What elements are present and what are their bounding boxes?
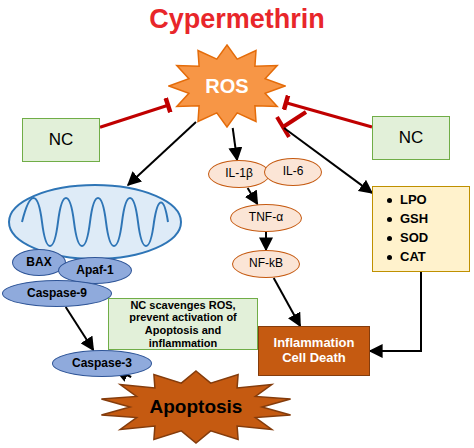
node-text: GSH: [400, 212, 428, 227]
node-text: Apoptosis: [150, 396, 243, 418]
arrow-connector: [265, 232, 267, 250]
node-text: TNF-α: [249, 211, 283, 225]
mitochondrion-cristae: [22, 198, 168, 246]
node-text: Caspase-9: [27, 287, 87, 301]
node-text: NC: [399, 128, 424, 148]
cytokine-oval: IL-6: [264, 158, 322, 186]
cytokine-oval: NF-kB: [232, 250, 300, 278]
ros-burst: ROS: [168, 44, 286, 128]
node-text: Apaf-1: [76, 264, 113, 278]
mitochondrion-outline: [9, 185, 181, 259]
list-bullet: [387, 236, 392, 241]
node-text: NC scavenges ROS, prevent activation of …: [113, 299, 253, 350]
list-bullet: [387, 217, 392, 222]
arrow-connector: [233, 128, 237, 160]
arrow-connector: [116, 370, 131, 377]
list-bullet: [387, 198, 392, 203]
arrow-connector: [370, 272, 421, 351]
ros-to-mitochondrion-arrow: [128, 122, 196, 185]
cytokine-oval: IL-1β: [208, 160, 270, 188]
node-text: IL-6: [283, 165, 304, 179]
list-row: LPO: [377, 193, 465, 208]
note-box: NC scavenges ROS, prevent activation of …: [108, 298, 258, 350]
node-text: ROS: [205, 75, 248, 98]
inhibition-connector: [286, 103, 372, 127]
inhibition-connector: [100, 105, 168, 127]
arrow-connector: [66, 307, 94, 350]
node-text: IL-1β: [225, 167, 253, 181]
marker-list-box: LPO GSH SOD CAT: [372, 186, 470, 272]
node-text: CAT: [400, 250, 426, 265]
inhibitor-box: NC: [22, 118, 100, 162]
arrow-connector: [274, 278, 301, 326]
node-text: Inflammation Cell Death: [263, 336, 365, 366]
node-text: SOD: [400, 231, 428, 246]
protein-oval: Caspase-9: [2, 280, 112, 307]
arrow-connector: [248, 188, 258, 204]
list-row: SOD: [377, 231, 465, 246]
list-row: CAT: [377, 250, 465, 265]
node-text: BAX: [26, 256, 51, 270]
node-text: NC: [49, 130, 74, 150]
inhibitor-box: NC: [372, 116, 450, 160]
node-text: LPO: [400, 193, 427, 208]
protein-oval: Caspase-3: [52, 350, 152, 377]
node-text: Caspase-3: [72, 357, 132, 371]
list-bullet: [387, 255, 392, 260]
node-text: NF-kB: [249, 257, 283, 271]
list-row: GSH: [377, 212, 465, 227]
cytokine-oval: TNF-α: [230, 204, 302, 232]
apoptosis-burst: Apoptosis: [98, 370, 294, 444]
arrow-connector: [284, 128, 372, 193]
outcome-box: Inflammation Cell Death: [258, 326, 370, 376]
diagram-title: Cypermethrin: [0, 4, 474, 35]
